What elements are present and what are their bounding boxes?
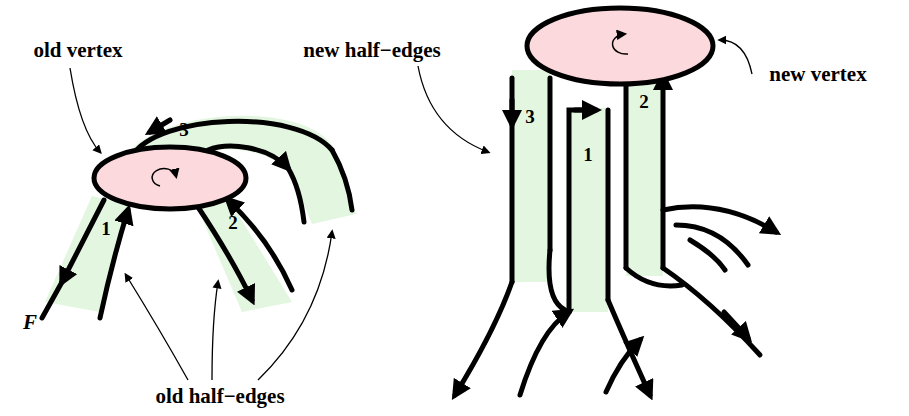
callout-label: old vertex xyxy=(33,40,122,61)
callout-number: 1 xyxy=(583,145,593,164)
callout-number: 3 xyxy=(525,107,535,126)
old-vertex-disk xyxy=(94,147,246,209)
callout-label: F xyxy=(23,312,37,333)
new-vertex-disk xyxy=(527,8,713,84)
callout-number: 2 xyxy=(639,92,649,111)
callout-label: old half−edges xyxy=(155,386,284,407)
callout-number: 1 xyxy=(101,219,111,238)
callout-label: new half−edges xyxy=(303,40,440,61)
callout-number: 3 xyxy=(179,120,189,139)
new-half-edges xyxy=(455,70,776,395)
leader-lines xyxy=(70,40,752,380)
callout-number: 2 xyxy=(228,213,238,232)
old-half-edges xyxy=(42,116,356,318)
callout-label: new vertex xyxy=(769,64,866,85)
